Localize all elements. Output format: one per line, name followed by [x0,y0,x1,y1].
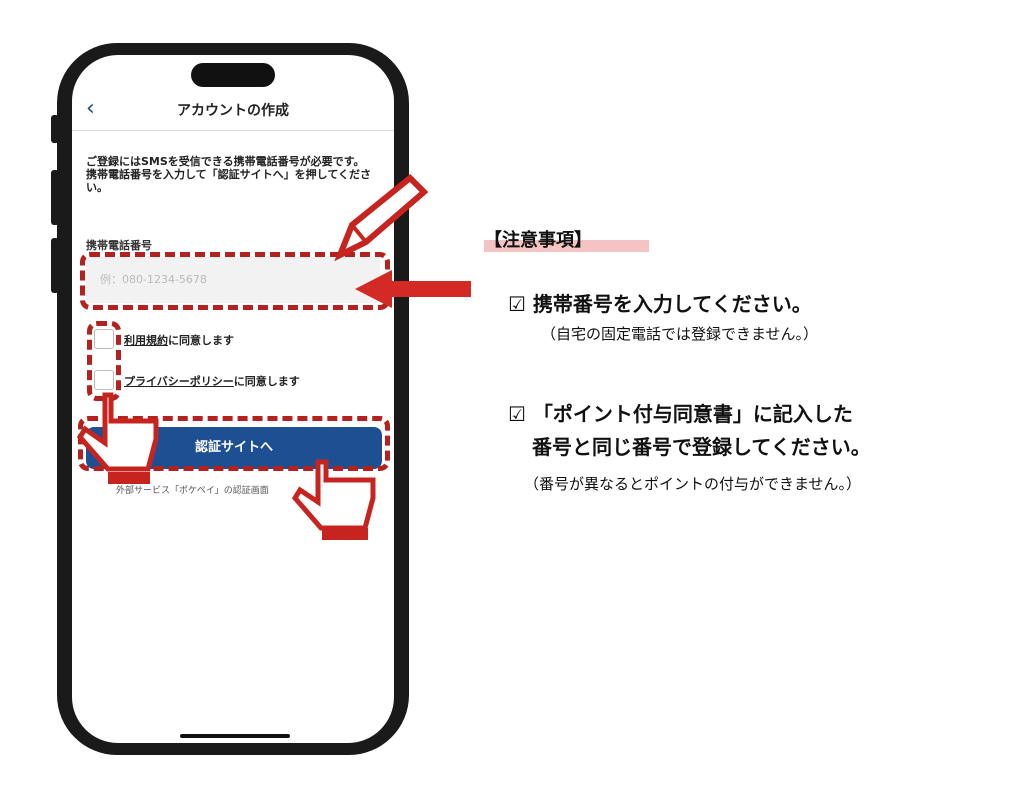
note-item: ☑ 「ポイント付与同意書」に記入した [508,398,853,427]
note-sub: （番号が異なるとポイントの付与ができません。） [524,475,862,493]
phone-side-button [51,238,59,293]
home-indicator [180,734,290,738]
privacy-checkbox[interactable] [94,370,114,390]
check-icon: ☑ [508,292,526,316]
description-line: ご登録にはSMSを受信できる携帯電話番号が必要です。 [86,155,365,168]
highlight-submit [78,416,390,471]
pointing-hand-icon [291,459,376,540]
terms-suffix: に同意します [168,334,234,347]
phone-side-button [51,170,59,225]
back-chevron-icon[interactable]: ‹ [86,96,95,121]
phone-screen: ‹ アカウントの作成 ご登録にはSMSを受信できる携帯電話番号が必要です。 携帯… [72,55,394,743]
terms-link[interactable]: 利用規約 [124,334,168,347]
note-text: 番号と同じ番号で登録してください。 [532,435,871,459]
terms-label: 利用規約に同意します [124,332,234,348]
arrow-left-icon [355,270,471,308]
nav-bar: ‹ アカウントの作成 [72,90,394,131]
notes-heading: 【注意事項】 [484,230,592,251]
check-icon: ☑ [508,402,526,426]
description-line: 携帯電話番号を入力して「認証サイトへ」を押してください。 [86,168,372,194]
privacy-link[interactable]: プライバシーポリシー [124,375,234,388]
privacy-label: プライバシーポリシーに同意します [124,373,300,389]
heading-highlight [484,240,649,252]
page-title: アカウントの作成 [177,103,289,119]
footer-note: 外部サービス「ポケペイ」の認証画面 [116,486,269,496]
phone-input[interactable]: 例：080-1234-5678 [86,257,380,303]
phone-label: 携帯電話番号 [86,239,152,252]
note-item: ☑ 携帯番号を入力してください。 [508,288,812,317]
pointing-hand-icon [76,392,159,484]
terms-checkbox[interactable] [94,329,114,349]
note-text: 携帯番号を入力してください。 [532,292,812,316]
pencil-icon [334,173,429,262]
note-text: 「ポイント付与同意書」に記入した [532,402,853,426]
phone-side-button [51,115,59,143]
privacy-suffix: に同意します [233,375,300,388]
dynamic-island [191,63,275,87]
description: ご登録にはSMSを受信できる携帯電話番号が必要です。 携帯電話番号を入力して「認… [86,155,382,194]
note-sub: （自宅の固定電話では登録できません。） [541,325,819,343]
